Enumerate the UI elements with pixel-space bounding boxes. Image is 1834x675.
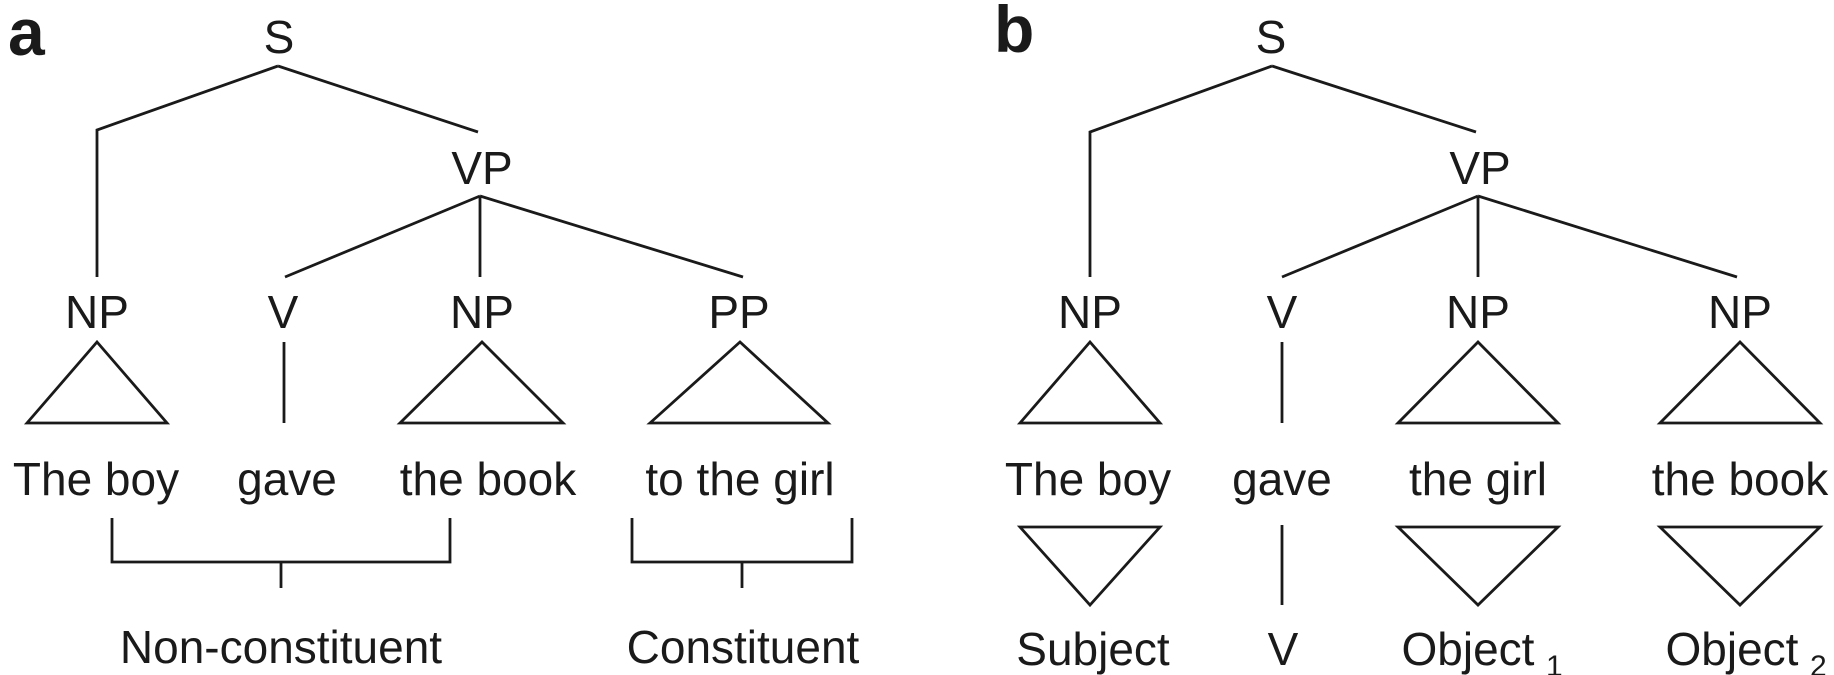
down-triangle-object2: [1656, 525, 1824, 607]
triangle-pp-a: [646, 340, 832, 425]
label-non-constituent: Non-constituent: [120, 621, 442, 673]
node-vp-a: VP: [451, 142, 512, 194]
panel-a: a S VP NP V NP PP The boy gave the book …: [8, 0, 860, 673]
down-triangle-subject: [1016, 525, 1164, 608]
role-verb: V: [1268, 623, 1299, 675]
panel-a-letter: a: [8, 0, 46, 69]
panel-b: b S VP NP V NP NP The boy gave the girl …: [994, 0, 1829, 675]
edge-vp-v-a: [284, 194, 481, 279]
bracket-constituent: [630, 518, 854, 564]
role-subject: Subject: [1016, 623, 1170, 675]
node-vp-b: VP: [1449, 142, 1510, 194]
triangle-np-object1-b: [1394, 340, 1562, 425]
node-np-subject-b: NP: [1058, 286, 1122, 338]
role-object2-subscript: 2: [1810, 650, 1827, 675]
node-np-object2-b: NP: [1708, 286, 1772, 338]
word-the-book-b: the book: [1652, 453, 1829, 505]
edge-s-np-a: [95, 64, 279, 277]
triangle-np-object2-b: [1656, 340, 1824, 425]
word-the-boy-b: The boy: [1005, 453, 1171, 505]
node-np-subject-a: NP: [65, 286, 129, 338]
node-s-b: S: [1256, 11, 1287, 63]
edge-s-vp-b: [1271, 64, 1477, 134]
role-object1-subscript: 1: [1546, 650, 1563, 675]
triangle-np-subject-a: [23, 339, 171, 425]
word-gave-b: gave: [1232, 453, 1332, 505]
word-the-girl-b: the girl: [1409, 453, 1547, 505]
node-v-a: V: [268, 286, 299, 338]
node-np-object1-b: NP: [1446, 286, 1510, 338]
triangle-np-object-a: [396, 340, 567, 425]
edge-vp-pp-a: [479, 194, 744, 279]
node-pp-a: PP: [708, 286, 769, 338]
edge-vp-v-b: [1281, 194, 1479, 279]
triangle-np-subject-b: [1016, 339, 1164, 425]
node-np-object-a: NP: [450, 286, 514, 338]
node-s-a: S: [264, 11, 295, 63]
bracket-non-constituent: [110, 518, 452, 564]
node-v-b: V: [1267, 286, 1298, 338]
edge-s-vp-a: [277, 64, 479, 134]
word-the-boy-a: The boy: [13, 453, 179, 505]
role-object1: Object: [1402, 623, 1535, 675]
down-triangle-object1: [1394, 525, 1562, 607]
role-object2: Object: [1666, 623, 1799, 675]
edge-s-np-b: [1088, 64, 1273, 277]
word-to-the-girl-a: to the girl: [645, 453, 834, 505]
edge-vp-np2-b: [1477, 194, 1738, 279]
label-constituent: Constituent: [627, 621, 860, 673]
word-gave-a: gave: [237, 453, 337, 505]
word-the-book-a: the book: [400, 453, 577, 505]
panel-b-letter: b: [994, 0, 1034, 66]
